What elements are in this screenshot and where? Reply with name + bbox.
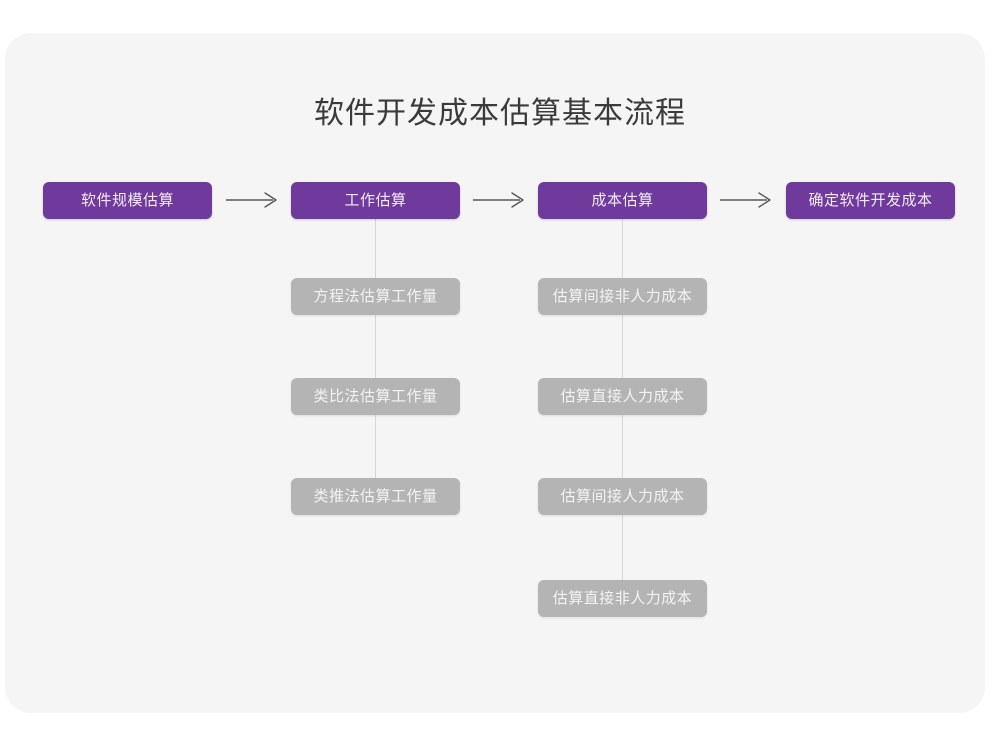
flow-step-software-scale-estimation[interactable]: 软件规模估算: [43, 182, 212, 219]
branch-left-item-analogy-method[interactable]: 类比法估算工作量: [291, 378, 460, 415]
branch-right-item-indirect-labor-cost[interactable]: 估算间接人力成本: [538, 478, 707, 515]
content-card: [5, 33, 985, 713]
branch-left-item-equation-method[interactable]: 方程法估算工作量: [291, 278, 460, 315]
flow-step-work-estimation[interactable]: 工作估算: [291, 182, 460, 219]
branch-right-item-indirect-nonlabor-cost[interactable]: 估算间接非人力成本: [538, 278, 707, 315]
flow-step-determine-development-cost[interactable]: 确定软件开发成本: [786, 182, 955, 219]
branch-right-item-direct-nonlabor-cost[interactable]: 估算直接非人力成本: [538, 580, 707, 617]
flow-step-cost-estimation[interactable]: 成本估算: [538, 182, 707, 219]
branch-right-item-direct-labor-cost[interactable]: 估算直接人力成本: [538, 378, 707, 415]
branch-connector-line-left: [375, 219, 376, 504]
branch-left-item-analogue-method[interactable]: 类推法估算工作量: [291, 478, 460, 515]
page-title: 软件开发成本估算基本流程: [314, 97, 686, 130]
